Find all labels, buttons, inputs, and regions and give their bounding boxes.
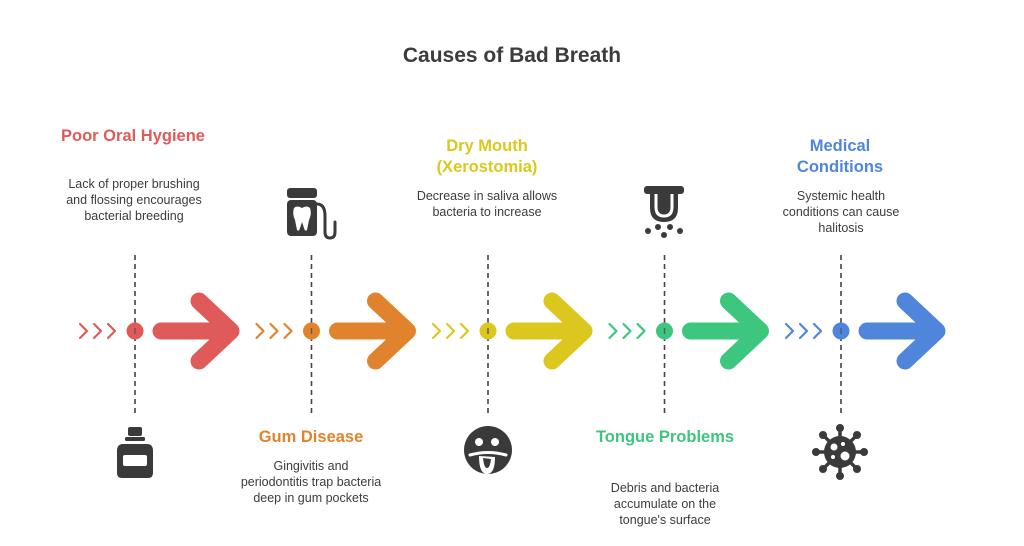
step-3-chevron-2 [445,322,456,340]
step-1-heading: Poor Oral Hygiene [61,127,205,145]
step-1-chevron-1 [78,322,89,340]
step-2-chevron-2 [269,322,279,340]
tongue-out-face-icon [460,424,516,480]
step-1-description: Lack of proper brushing and flossing enc… [66,177,202,223]
step-2-chevron-3 [283,322,293,340]
spray-drip-icon [636,184,692,240]
step-3-heading: Dry Mouth (Xerostomia) [436,137,538,176]
step-2-chevron-1 [255,322,265,340]
step-3-chevron-3 [459,322,470,340]
step-2-arrow [329,292,416,370]
step-4-chevron-2 [622,322,632,340]
step-5-heading: Medical Conditions [796,137,884,176]
step-4-chevron-1 [608,322,618,340]
step-3-chevron-1 [431,322,442,340]
step-2-description: Gingivitis and periodontitis trap bacter… [240,459,382,505]
step-5-arrow [858,292,946,370]
step-1-arrow [152,292,240,370]
step-5-description: Systemic health conditions can cause hal… [782,189,900,235]
step-4-chevron-3 [636,322,646,340]
step-3-arrow [505,292,593,370]
mouthwash-bottle-icon [107,424,163,480]
step-1-chevron-3 [106,322,117,340]
step-5-chevron-3 [812,322,823,340]
step-4-heading: Tongue Problems [595,428,735,446]
step-3-description: Decrease in saliva allows bacteria to in… [416,189,558,219]
step-5-chevron-1 [784,322,795,340]
step-4-arrow [682,292,769,370]
virus-icon [812,424,868,480]
tooth-floss-icon [283,186,339,242]
step-2-heading: Gum Disease [258,428,364,446]
step-4-description: Debris and bacteria accumulate on the to… [610,481,720,527]
diagram-title: Causes of Bad Breath [402,44,622,67]
step-1-chevron-2 [92,322,103,340]
step-5-chevron-2 [798,322,809,340]
